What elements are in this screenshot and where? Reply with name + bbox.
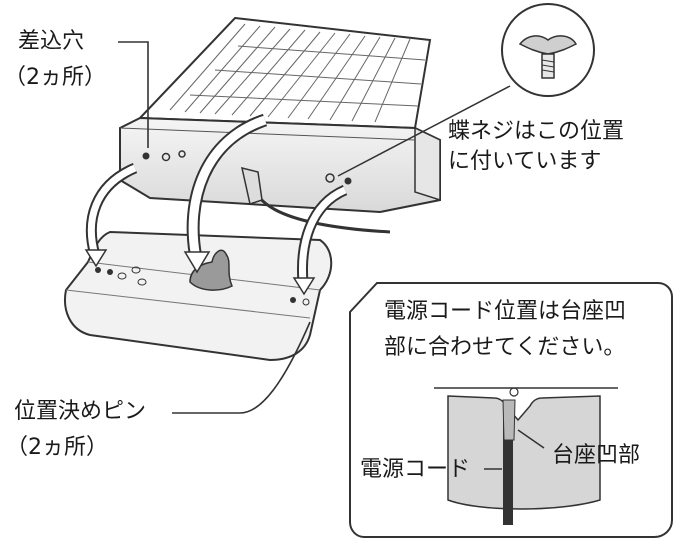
positioning-pin-label: 位置決めピン	[14, 399, 147, 424]
wing-screw-label-line1: 蝶ネジはこの位置	[448, 119, 625, 144]
power-cord-label: 電源コード	[360, 457, 471, 482]
base-recess-label: 台座凹部	[552, 443, 641, 468]
base-plate	[64, 230, 333, 362]
wing-screw-detail	[337, 3, 595, 177]
leader-lines	[118, 41, 311, 414]
inset-panel	[349, 282, 673, 538]
inset-instruction-line2: 部に合わせてください。	[384, 335, 626, 360]
insert-hole-count-label: （2ヵ所）	[4, 65, 106, 90]
inset-instruction-line1: 電源コード位置は台座凹	[384, 299, 627, 324]
wing-screw-label-line2: に付いています	[448, 149, 602, 174]
purifier-body	[119, 16, 441, 234]
positioning-pin-count-label: （2ヵ所）	[6, 435, 108, 460]
assembly-arrows	[84, 113, 348, 296]
insert-hole-label: 差込穴	[18, 29, 85, 54]
